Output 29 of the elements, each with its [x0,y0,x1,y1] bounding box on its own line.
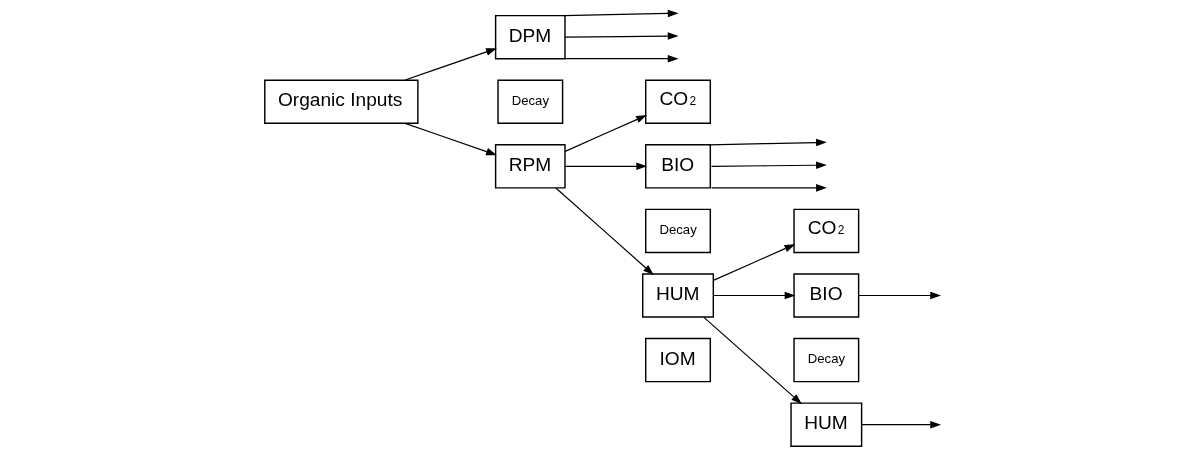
arrow [710,184,827,192]
arrow [860,420,941,429]
node-box: CO2 [792,208,859,254]
arrow [712,244,795,281]
node-box: BIO [792,273,859,318]
node-box: Decay [644,208,711,254]
arrow [554,187,654,275]
arrow [563,54,679,63]
node-box: Organic Inputs [263,79,419,124]
arrow [562,9,679,18]
node-box: Decay [792,337,859,383]
node-box: RPM [494,144,566,189]
arrow [708,138,827,147]
arrow [404,48,497,81]
node-box: IOM [644,337,711,383]
arrow [712,291,795,300]
arrow [702,316,802,405]
node-box: DPM [494,14,566,60]
node-box: HUM [789,402,862,447]
node-box: CO2 [644,79,711,124]
arrow [404,122,497,156]
node-box: BIO [644,144,711,189]
arrow [710,161,827,169]
arrow [564,162,647,171]
node-box: HUM [641,273,714,318]
arrow [563,32,679,40]
node-box: Decay [496,79,563,124]
arrow [857,291,941,300]
arrow [564,115,647,152]
